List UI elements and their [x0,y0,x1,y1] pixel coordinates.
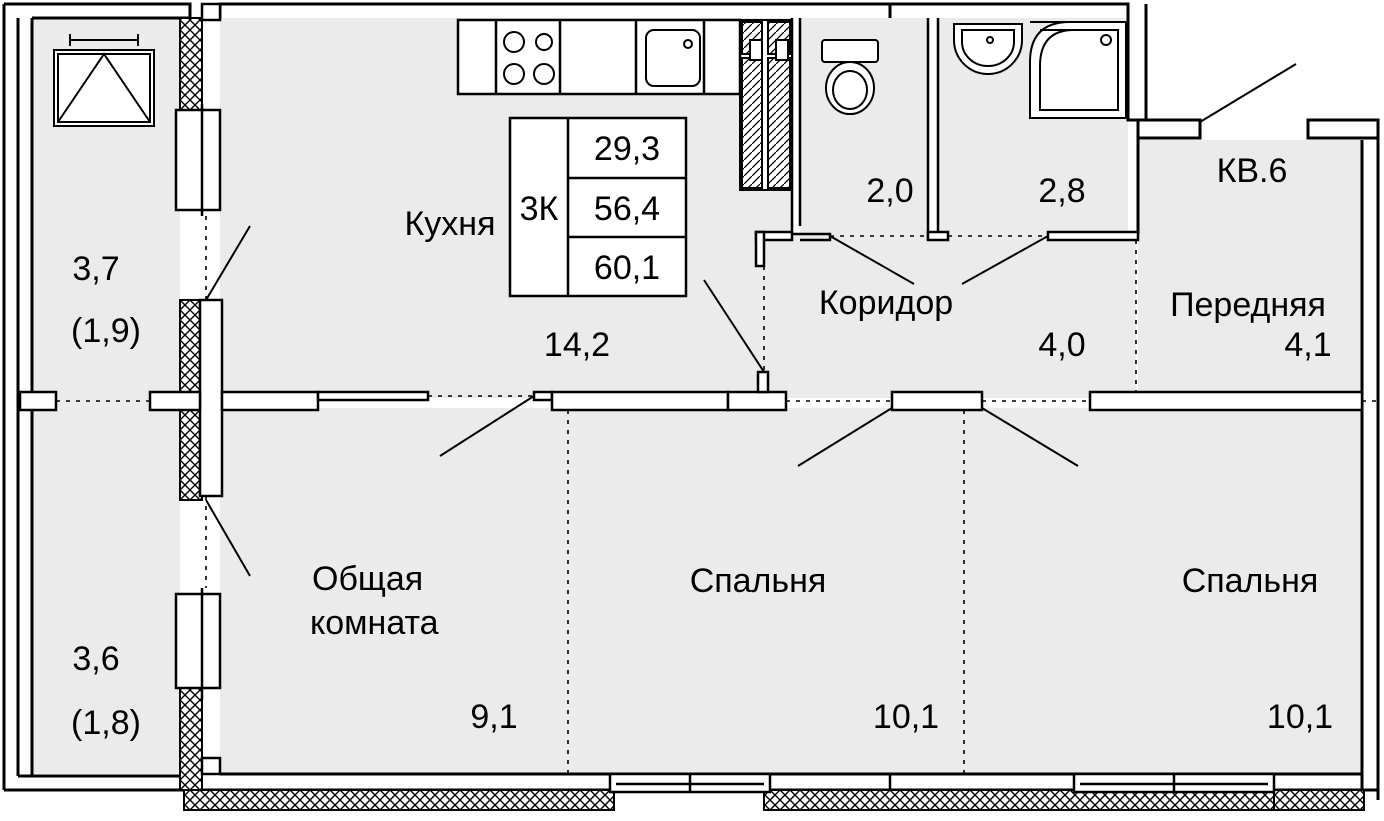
room-dividers [56,216,1378,774]
bottom-windows [608,772,1276,794]
inner-walls [18,18,1364,412]
balcony-top-reduced-area: (1,9) [71,312,141,350]
balcony-bottom-reduced-area: (1,8) [71,704,141,742]
balcony-windows [174,2,224,776]
hall-name: Передняя [1170,286,1326,324]
sink-icon [645,29,701,87]
corridor-name: Коридор [819,284,953,322]
living-room-area: 9,1 [470,698,517,736]
living-area-value: 29,3 [594,130,660,168]
wc-area: 2,0 [866,172,913,210]
door-swings [205,63,1297,577]
bedroom2-name: Спальня [1182,562,1319,600]
vent-shaft [739,19,793,191]
balcony-top-area: 3,7 [72,250,119,288]
bedroom2-area: 10,1 [1267,698,1333,736]
air-conditioner-icon [53,34,155,127]
bedroom1-area: 10,1 [873,698,939,736]
hall-area: 4,1 [1284,326,1331,364]
area-summary-table [508,116,688,298]
toilet-icon [821,39,879,115]
apartment-number: КВ.6 [1217,152,1288,190]
stove-icon [503,31,555,85]
living-room-name-line2: комната [310,604,439,642]
hatched-walls [179,17,1365,811]
bath-area: 2,8 [1038,172,1085,210]
living-room-name-line1: Общая [312,560,423,598]
total-area-with-balcony-value: 60,1 [594,249,660,287]
washbasin-icon [953,23,1023,75]
total-area-value: 56,4 [594,190,660,228]
bedroom1-name: Спальня [690,562,827,600]
kitchen-area: 14,2 [544,326,610,364]
shower-icon [1029,21,1127,119]
corridor-area: 4,0 [1038,326,1085,364]
kitchen-name: Кухня [405,205,496,243]
apartment-type: 3К [520,190,559,228]
balcony-bottom-area: 3,6 [72,640,119,678]
